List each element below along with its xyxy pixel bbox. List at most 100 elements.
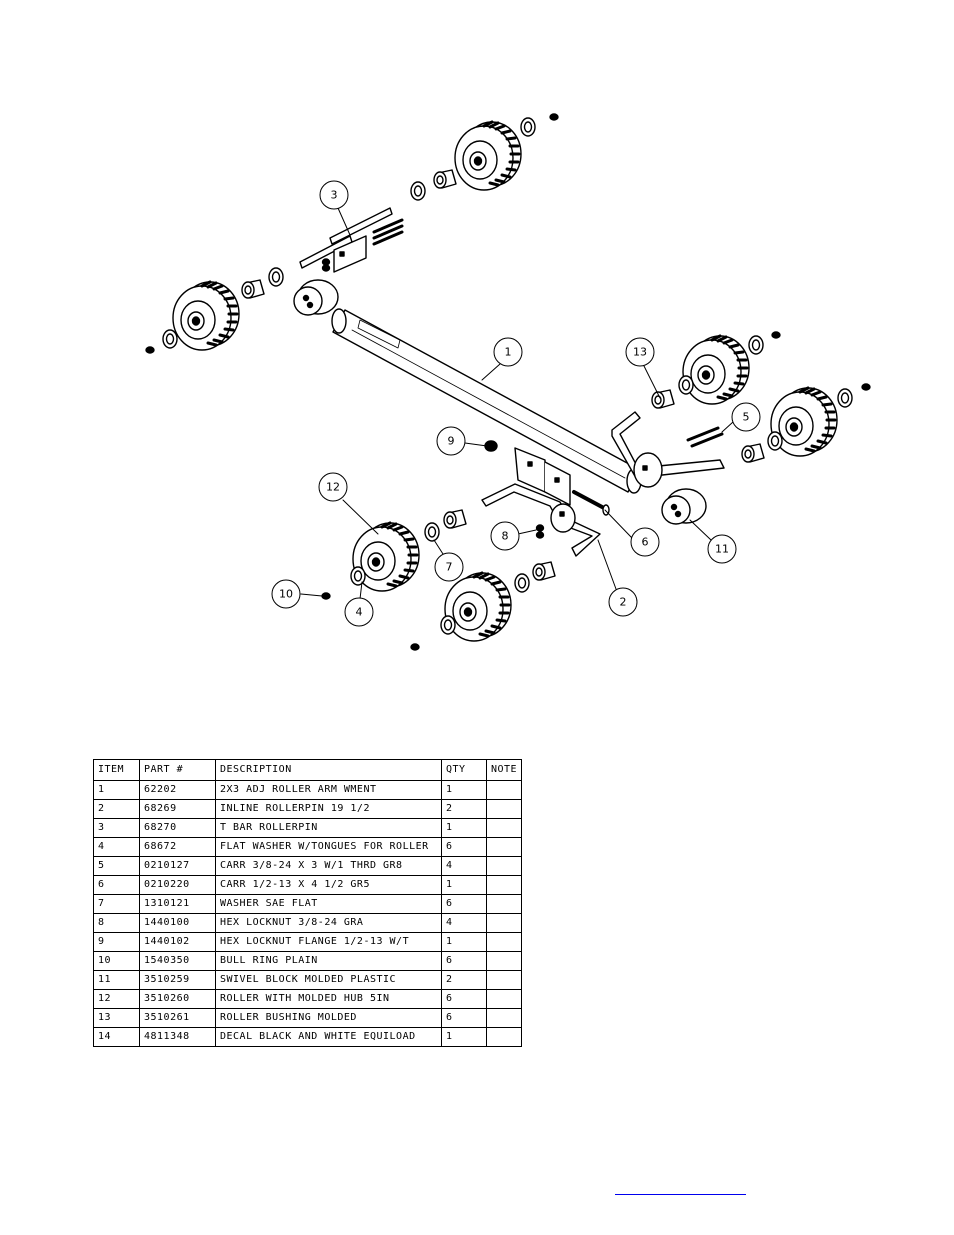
qty-cell: 6 [441, 894, 487, 914]
item-cell: 4 [93, 837, 140, 857]
callout-label: 5 [743, 411, 750, 424]
footer-link[interactable] [615, 1178, 746, 1195]
callout-label: 9 [448, 435, 455, 448]
description-cell: FLAT WASHER W/TONGUES FOR ROLLER [215, 837, 442, 857]
description-cell: CARR 3/8-24 X 3 W/1 THRD GR8 [215, 856, 442, 876]
callout-label: 3 [331, 189, 338, 202]
callout-circle [630, 527, 660, 557]
part-number-cell: 0210220 [139, 875, 216, 895]
part-number-cell: 68269 [139, 799, 216, 819]
callout-6: 6 [630, 527, 660, 557]
callout-label: 12 [326, 481, 340, 494]
description-cell: T BAR ROLLERPIN [215, 818, 442, 838]
description-cell: DECAL BLACK AND WHITE EQUILOAD [215, 1027, 442, 1047]
part-number-cell: 0210127 [139, 856, 216, 876]
callout-1: 1 [493, 337, 523, 367]
note-cell [485, 837, 523, 857]
callout-3: 3 [319, 180, 349, 210]
note-cell [485, 799, 523, 819]
swivel-block-right [633, 452, 663, 488]
description-cell: HEX LOCKNUT 3/8-24 GRA [215, 913, 442, 933]
part-number-cell: 68270 [139, 818, 216, 838]
callout-4: 4 [344, 597, 374, 627]
callout-9: 9 [436, 426, 466, 456]
item-cell: 11 [93, 970, 140, 990]
callout-7: 7 [434, 552, 464, 582]
part-number-cell: 62202 [139, 780, 216, 800]
item-cell: 14 [93, 1027, 140, 1047]
part-number-cell: 68672 [139, 837, 216, 857]
callout-label: 1 [505, 346, 512, 359]
qty-cell: 6 [441, 837, 487, 857]
item-cell: 10 [93, 951, 140, 971]
note-cell [485, 932, 523, 952]
qty-cell: 4 [441, 856, 487, 876]
part-number-cell: 1440102 [139, 932, 216, 952]
roller-arm-tube [331, 308, 642, 494]
callout-label: 4 [356, 606, 363, 619]
callout-circle [318, 472, 348, 502]
callout-12: 12 [318, 472, 348, 502]
qty-cell: 2 [441, 970, 487, 990]
part-number-cell: 3510260 [139, 989, 216, 1009]
note-cell [485, 875, 523, 895]
callout-label: 8 [502, 530, 509, 543]
description-cell: SWIVEL BLOCK MOLDED PLASTIC [215, 970, 442, 990]
header-description: DESCRIPTION [215, 759, 442, 781]
callout-label: 6 [642, 536, 649, 549]
note-cell [485, 989, 523, 1009]
note-cell [485, 970, 523, 990]
callout-circle [707, 534, 737, 564]
carriage-bolts-item-5 [686, 426, 724, 448]
item-cell: 2 [93, 799, 140, 819]
qty-cell: 1 [441, 875, 487, 895]
part-number-cell: 3510259 [139, 970, 216, 990]
callout-circle [436, 426, 466, 456]
hex-locknuts [321, 258, 545, 539]
callout-2: 2 [608, 587, 638, 617]
note-cell [485, 951, 523, 971]
callout-13: 13 [625, 337, 655, 367]
roller-top [410, 113, 559, 201]
callout-label: 10 [279, 588, 293, 601]
description-cell: INLINE ROLLERPIN 19 1/2 [215, 799, 442, 819]
swivel-block-mid [550, 503, 576, 533]
item-cell: 5 [93, 856, 140, 876]
callout-circle [319, 180, 349, 210]
callout-circle [625, 337, 655, 367]
t-bar-rollerpin [299, 207, 404, 273]
qty-cell: 1 [441, 1027, 487, 1047]
callout-circle [493, 337, 523, 367]
roller-right-lower [741, 383, 871, 463]
header-qty: QTY [441, 759, 487, 781]
part-number-cell: 1440100 [139, 913, 216, 933]
item-cell: 8 [93, 913, 140, 933]
qty-cell: 2 [441, 799, 487, 819]
note-cell [485, 1027, 523, 1047]
callout-label: 13 [633, 346, 647, 359]
callout-circle [271, 579, 301, 609]
callout-circle [608, 587, 638, 617]
callout-10: 10 [271, 579, 301, 609]
callout-circle [731, 402, 761, 432]
callout-circle [434, 552, 464, 582]
inline-rollerpin-lower [481, 483, 601, 557]
qty-cell: 1 [441, 818, 487, 838]
header-note: NOTE [485, 759, 523, 781]
description-cell: ROLLER BUSHING MOLDED [215, 1008, 442, 1028]
header-item: ITEM [93, 759, 140, 781]
description-cell: CARR 1/2-13 X 4 1/2 GR5 [215, 875, 442, 895]
qty-cell: 1 [441, 932, 487, 952]
